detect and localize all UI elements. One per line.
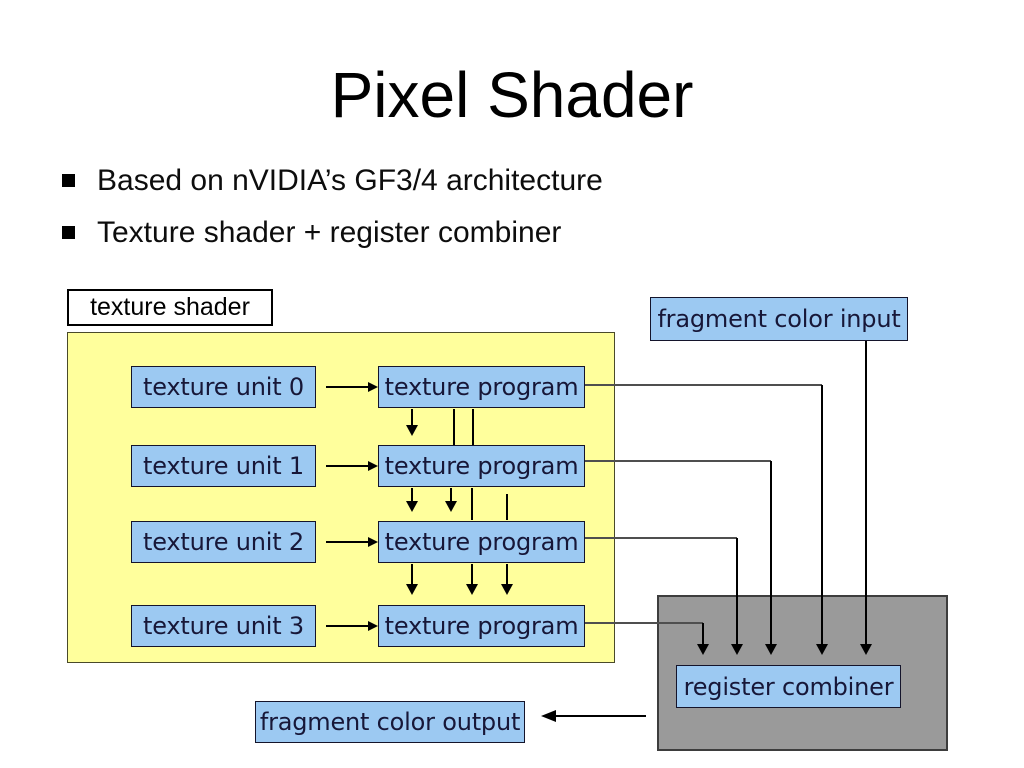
arrow-program1-combiner bbox=[770, 461, 772, 645]
fragment-color-input-box: fragment color input bbox=[650, 297, 908, 341]
line-program0-program2-segA bbox=[453, 409, 455, 445]
bullet-marker bbox=[62, 226, 75, 239]
arrowhead-down-icon bbox=[445, 501, 457, 512]
arrow-combiner-output bbox=[556, 715, 646, 717]
arrow-program1-program3 bbox=[506, 564, 508, 584]
texture-unit-3-box: texture unit 3 bbox=[131, 605, 316, 647]
arrow-program1-program2 bbox=[411, 488, 413, 502]
arrowhead-right-icon bbox=[368, 621, 378, 631]
arrow-program0-combiner bbox=[821, 385, 823, 645]
texture-program-3-box: texture program bbox=[378, 605, 585, 647]
arrow-input-combiner bbox=[865, 341, 867, 645]
arrowhead-down-icon bbox=[860, 644, 872, 655]
fragment-color-output-box: fragment color output bbox=[255, 701, 525, 743]
line-program1-out-h bbox=[585, 460, 771, 462]
texture-program-1-box: texture program bbox=[378, 445, 585, 487]
bullet-item-2: Texture shader + register combiner bbox=[60, 216, 561, 250]
arrowhead-down-icon bbox=[406, 425, 418, 436]
texture-unit-0-box: texture unit 0 bbox=[131, 366, 316, 408]
arrowhead-down-icon bbox=[697, 644, 709, 655]
bullet-text-1: Based on nVIDIA’s GF3/4 architecture bbox=[97, 164, 603, 197]
line-program2-out-h bbox=[585, 537, 737, 539]
arrow-program0-program1 bbox=[411, 409, 413, 425]
arrowhead-down-icon bbox=[406, 584, 418, 595]
line-program3-out-h bbox=[585, 622, 703, 624]
arrowhead-down-icon bbox=[406, 501, 418, 512]
arrow-unit3-program3 bbox=[326, 625, 368, 627]
line-program0-program3-segB bbox=[471, 488, 473, 520]
arrowhead-right-icon bbox=[368, 461, 378, 471]
register-combiner-box: register combiner bbox=[676, 665, 901, 708]
arrowhead-down-icon bbox=[731, 644, 743, 655]
texture-unit-2-box: texture unit 2 bbox=[131, 521, 316, 563]
line-program0-out-h bbox=[585, 384, 822, 386]
arrowhead-down-icon bbox=[501, 584, 513, 595]
arrow-program2-combiner bbox=[736, 538, 738, 645]
arrow-program2-program3 bbox=[411, 564, 413, 584]
arrowhead-down-icon bbox=[466, 584, 478, 595]
slide-title: Pixel Shader bbox=[330, 59, 694, 131]
arrowhead-down-icon bbox=[765, 644, 777, 655]
bullet-item-1: Based on nVIDIA’s GF3/4 architecture bbox=[60, 164, 603, 198]
arrowhead-right-icon bbox=[368, 382, 378, 392]
line-program0-program3-segA bbox=[472, 409, 474, 445]
texture-program-2-box: texture program bbox=[378, 521, 585, 563]
texture-unit-1-box: texture unit 1 bbox=[131, 445, 316, 487]
arrow-unit0-program0 bbox=[326, 386, 368, 388]
arrow-program3-combiner bbox=[702, 623, 704, 645]
arrow-unit2-program2 bbox=[326, 541, 368, 543]
arrowhead-right-icon bbox=[368, 537, 378, 547]
arrow-program0-program3 bbox=[471, 564, 473, 584]
arrowhead-left-icon bbox=[541, 710, 556, 722]
texture-shader-label: texture shader bbox=[67, 289, 273, 326]
arrowhead-down-icon bbox=[816, 644, 828, 655]
bullet-text-2: Texture shader + register combiner bbox=[97, 216, 562, 249]
texture-program-0-box: texture program bbox=[378, 366, 585, 408]
line-program1-program3-segB bbox=[506, 494, 508, 520]
arrow-program0-program2 bbox=[450, 488, 452, 502]
bullet-marker bbox=[62, 174, 75, 187]
arrow-unit1-program1 bbox=[326, 465, 368, 467]
